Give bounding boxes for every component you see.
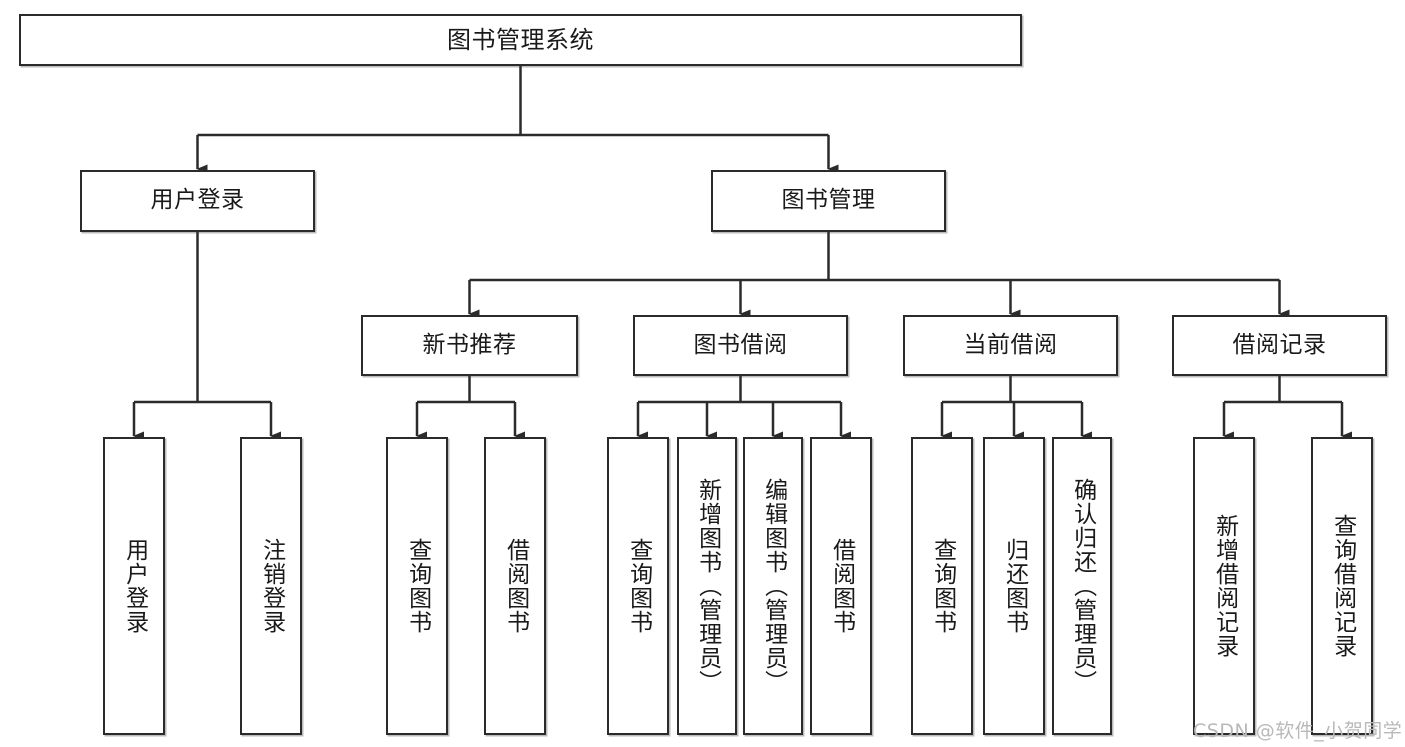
node-label: 归还图书 xyxy=(1001,538,1028,634)
node-leaf-add-rec[interactable]: 新增借阅记录 xyxy=(1193,437,1255,735)
node-leaf-user-login[interactable]: 用户登录 xyxy=(103,437,165,735)
node-label: 借阅记录 xyxy=(1232,331,1327,358)
node-label: 图书借阅 xyxy=(693,331,788,358)
edge-group xyxy=(132,66,1352,441)
node-root[interactable]: 图书管理系统 xyxy=(19,14,1022,66)
node-label: 借阅图书 xyxy=(502,538,529,634)
node-leaf-edit-book[interactable]: 编辑图书（管理员） xyxy=(743,437,803,735)
node-label: 新增图书（管理员） xyxy=(694,478,721,694)
node-leaf-logout[interactable]: 注销登录 xyxy=(240,437,302,735)
node-leaf-query-2[interactable]: 查询图书 xyxy=(607,437,669,735)
node-book-manage[interactable]: 图书管理 xyxy=(711,170,946,232)
node-label: 新增借阅记录 xyxy=(1211,514,1238,658)
node-current-borrow[interactable]: 当前借阅 xyxy=(903,315,1118,376)
node-book-borrow[interactable]: 图书借阅 xyxy=(633,315,848,376)
node-user-login[interactable]: 用户登录 xyxy=(80,170,315,232)
node-label: 查询图书 xyxy=(625,538,652,634)
node-label: 借阅图书 xyxy=(828,538,855,634)
node-leaf-query-3[interactable]: 查询图书 xyxy=(911,437,973,735)
node-label: 查询借阅记录 xyxy=(1329,514,1356,658)
node-label: 查询图书 xyxy=(404,538,431,634)
node-label: 当前借阅 xyxy=(963,331,1058,358)
node-leaf-return[interactable]: 归还图书 xyxy=(983,437,1045,735)
node-leaf-confirm[interactable]: 确认归还（管理员） xyxy=(1052,437,1112,735)
node-label: 用户登录 xyxy=(121,538,148,634)
node-leaf-borrow-1[interactable]: 借阅图书 xyxy=(484,437,546,735)
node-label: 新书推荐 xyxy=(422,331,517,358)
node-leaf-query-rec[interactable]: 查询借阅记录 xyxy=(1311,437,1373,735)
node-label: 查询图书 xyxy=(929,538,956,634)
node-leaf-add-book[interactable]: 新增图书（管理员） xyxy=(677,437,737,735)
node-borrow-record[interactable]: 借阅记录 xyxy=(1172,315,1387,376)
node-leaf-query-1[interactable]: 查询图书 xyxy=(386,437,448,735)
node-label: 注销登录 xyxy=(258,538,285,634)
node-leaf-borrow-2[interactable]: 借阅图书 xyxy=(810,437,872,735)
node-label: 编辑图书（管理员） xyxy=(760,478,787,694)
node-new-book-rec[interactable]: 新书推荐 xyxy=(361,315,578,376)
node-label: 图书管理系统 xyxy=(447,25,594,54)
node-label: 用户登录 xyxy=(150,187,245,214)
node-label: 图书管理 xyxy=(781,187,876,214)
node-label: 确认归还（管理员） xyxy=(1069,478,1096,694)
